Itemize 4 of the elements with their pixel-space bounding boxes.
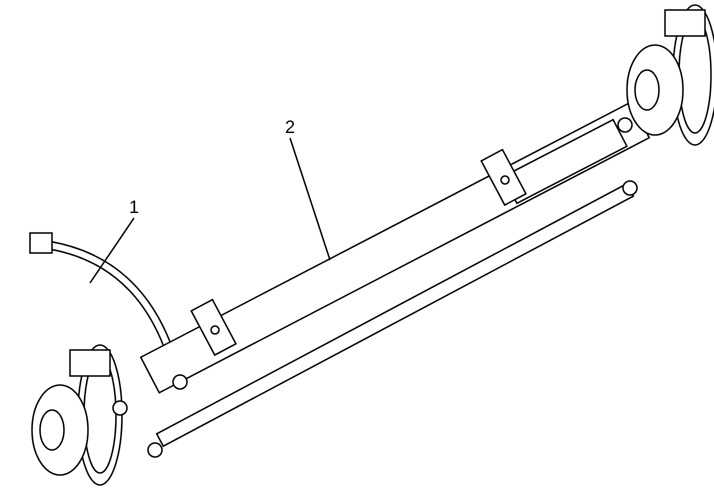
- leader-line: [289, 138, 331, 260]
- callout-number: 2: [283, 117, 297, 137]
- leader-line: [89, 218, 135, 284]
- callout-number: 1: [127, 197, 141, 217]
